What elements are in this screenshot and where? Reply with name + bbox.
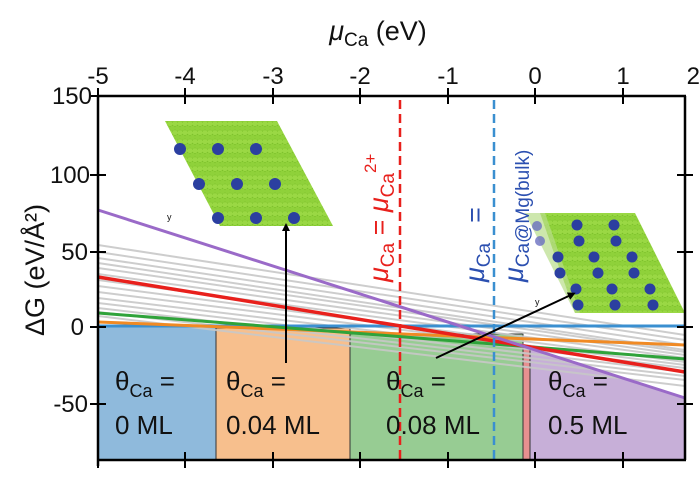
- x-tick-label: 2: [687, 63, 700, 90]
- region-narrow: [522, 346, 531, 461]
- x-tick-label: 1: [616, 63, 629, 90]
- x-ticks-bottom: [97, 452, 624, 468]
- region-0.04ml: [215, 327, 351, 461]
- x-tick-label: -5: [87, 63, 108, 90]
- region-label-0.04ml-line1: θCa =: [226, 366, 286, 401]
- x-tick-label: -2: [349, 63, 370, 90]
- svg-text:y: y: [535, 297, 540, 307]
- vline-blue-label-line1: μCa=: [460, 207, 495, 283]
- x-tick-label: 0: [528, 63, 541, 90]
- region-label-0.5ml-line2: 0.5 ML: [548, 410, 628, 440]
- series-lines: [97, 208, 686, 400]
- series-red: [97, 275, 686, 374]
- y-axis-title: ΔG (eV/Å²): [19, 204, 50, 336]
- region-label-0.08ml-line2: 0.08 ML: [386, 410, 480, 440]
- y-tick-label: 50: [61, 239, 88, 266]
- inset-high-coverage: y: [525, 213, 685, 313]
- vline-red-label: μCa = μCa2+: [361, 154, 399, 283]
- y-tick-label: -50: [53, 391, 88, 418]
- region-label-0.08ml-line1: θCa =: [386, 366, 446, 401]
- y-tick-label: 0: [71, 314, 84, 341]
- x-tick-label: -3: [262, 63, 283, 90]
- x-tick-labels: -5 -4 -3 -2 -1 0 1 2: [87, 63, 700, 90]
- y-tick-label: 150: [52, 83, 92, 110]
- region-label-0.04ml-line2: 0.04 ML: [226, 410, 320, 440]
- region-0.08ml: [349, 333, 524, 461]
- region-label-0ml-line2: 0 ML: [115, 410, 173, 440]
- series-green: [97, 311, 686, 361]
- region-labels: θCa = 0 ML θCa = 0.04 ML θCa = 0.08 ML θ…: [115, 366, 628, 440]
- series-purple: [97, 208, 686, 400]
- svg-text:y: y: [167, 212, 172, 222]
- x-tick-label: -1: [437, 63, 458, 90]
- region-label-0ml-line1: θCa =: [115, 366, 175, 401]
- y-tick-label: 100: [50, 162, 90, 189]
- series-orange: [97, 320, 686, 347]
- inset-low-coverage: y: [165, 121, 333, 226]
- y-tick-labels: 150 100 50 0 -50: [50, 83, 92, 418]
- y-ticks: [90, 95, 693, 405]
- x-tick-label: -4: [174, 63, 195, 90]
- arrow-to-high-coverage-inset: [435, 292, 576, 359]
- x-axis-title: μCa (eV): [328, 16, 427, 51]
- region-label-0.5ml-line1: θCa =: [548, 366, 608, 401]
- region-0ml: [97, 326, 217, 461]
- vline-blue-label-line2: μCa@Mg(bulk): [499, 150, 534, 283]
